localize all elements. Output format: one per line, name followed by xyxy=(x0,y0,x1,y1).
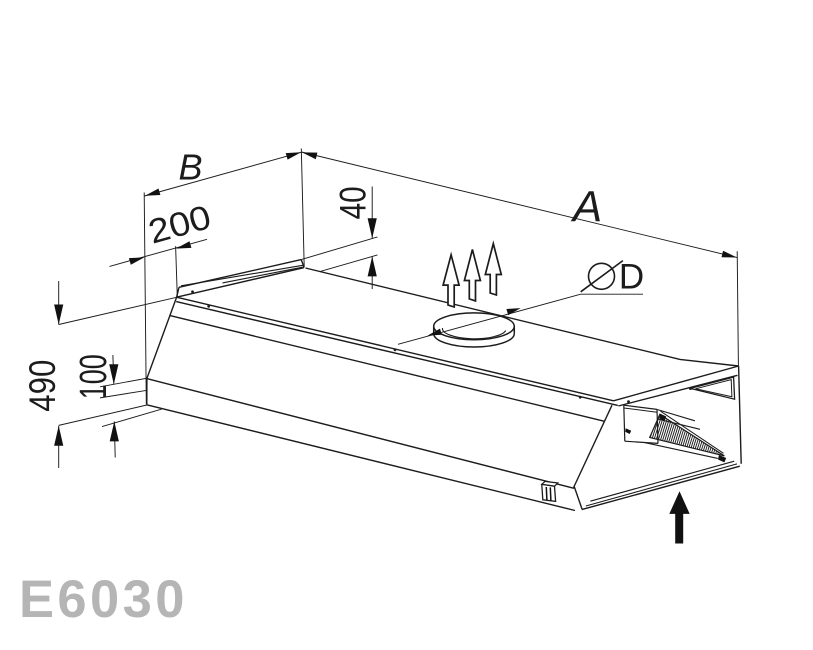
svg-text:100: 100 xyxy=(73,354,115,399)
svg-text:200: 200 xyxy=(144,198,215,251)
svg-text:D: D xyxy=(619,258,644,297)
svg-text:B: B xyxy=(178,147,202,188)
svg-text:490: 490 xyxy=(22,360,63,412)
svg-text:E6030: E6030 xyxy=(19,570,188,629)
svg-text:A: A xyxy=(570,183,602,232)
svg-text:40: 40 xyxy=(333,186,374,219)
